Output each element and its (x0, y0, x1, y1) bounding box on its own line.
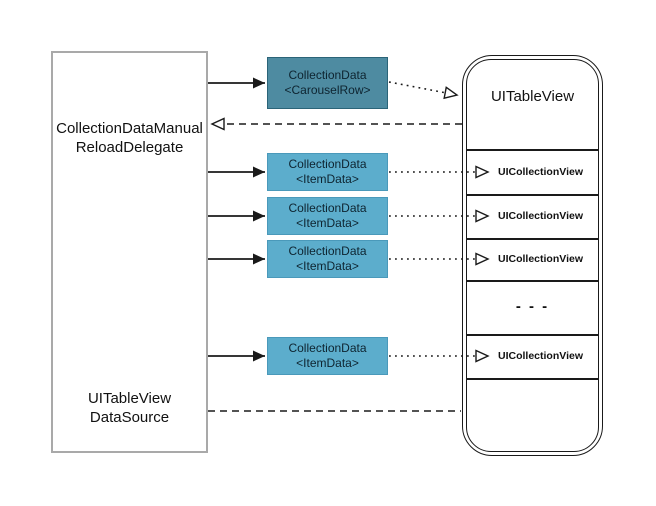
collection-data-item-box-2: CollectionData <ItemData> (267, 197, 388, 235)
collection-data-item-box-4: CollectionData <ItemData> (267, 337, 388, 375)
tableview-inner-frame: UITableView UICollectionView UICollectio… (466, 59, 599, 452)
row-divider (467, 238, 598, 240)
datasource-label-line1: UITableView (87, 390, 172, 407)
collection-data-item-box-1: CollectionData <ItemData> (267, 153, 388, 191)
row-divider (467, 280, 598, 282)
box-label-line2: <ItemData> (296, 172, 359, 186)
delegate-datasource-box: CollectionDataManual ReloadDelegate UITa… (51, 51, 208, 453)
box-label-line1: CollectionData (288, 244, 367, 258)
collectionview-row-label-2: UICollectionView (498, 210, 583, 222)
dotted-arrow-carousel-to-tableview (388, 81, 457, 95)
box-label-line1: CollectionData (288, 157, 367, 171)
datasource-label-line2: DataSource (89, 409, 170, 426)
box-label-line2: <ItemData> (296, 356, 359, 370)
box-label-line2: <ItemData> (296, 216, 359, 230)
collectionview-row-label-1: UICollectionView (498, 166, 583, 178)
row-divider (467, 149, 598, 151)
tableview-device-frame: UITableView UICollectionView UICollectio… (462, 55, 603, 456)
box-label-line2: <CarouselRow> (284, 83, 371, 97)
collection-data-carousel-box: CollectionData <CarouselRow> (267, 57, 388, 109)
datasource-label: UITableView DataSource (53, 389, 206, 427)
more-rows-ellipsis: - - - (515, 298, 550, 315)
box-label-line1: CollectionData (288, 341, 367, 355)
box-label-line1: CollectionData (288, 68, 367, 82)
box-label-line2: <ItemData> (296, 259, 359, 273)
row-divider (467, 194, 598, 196)
collection-data-item-box-3: CollectionData <ItemData> (267, 240, 388, 278)
row-divider (467, 378, 598, 380)
tableview-title: UITableView (490, 88, 575, 105)
delegate-label-line1: CollectionDataManual (56, 120, 203, 137)
row-divider (467, 334, 598, 336)
box-label-line1: CollectionData (288, 201, 367, 215)
collectionview-row-label-4: UICollectionView (498, 350, 583, 362)
collectionview-row-label-3: UICollectionView (498, 253, 583, 265)
delegate-label-line2: ReloadDelegate (75, 139, 184, 156)
delegate-label: CollectionDataManual ReloadDelegate (53, 119, 206, 157)
